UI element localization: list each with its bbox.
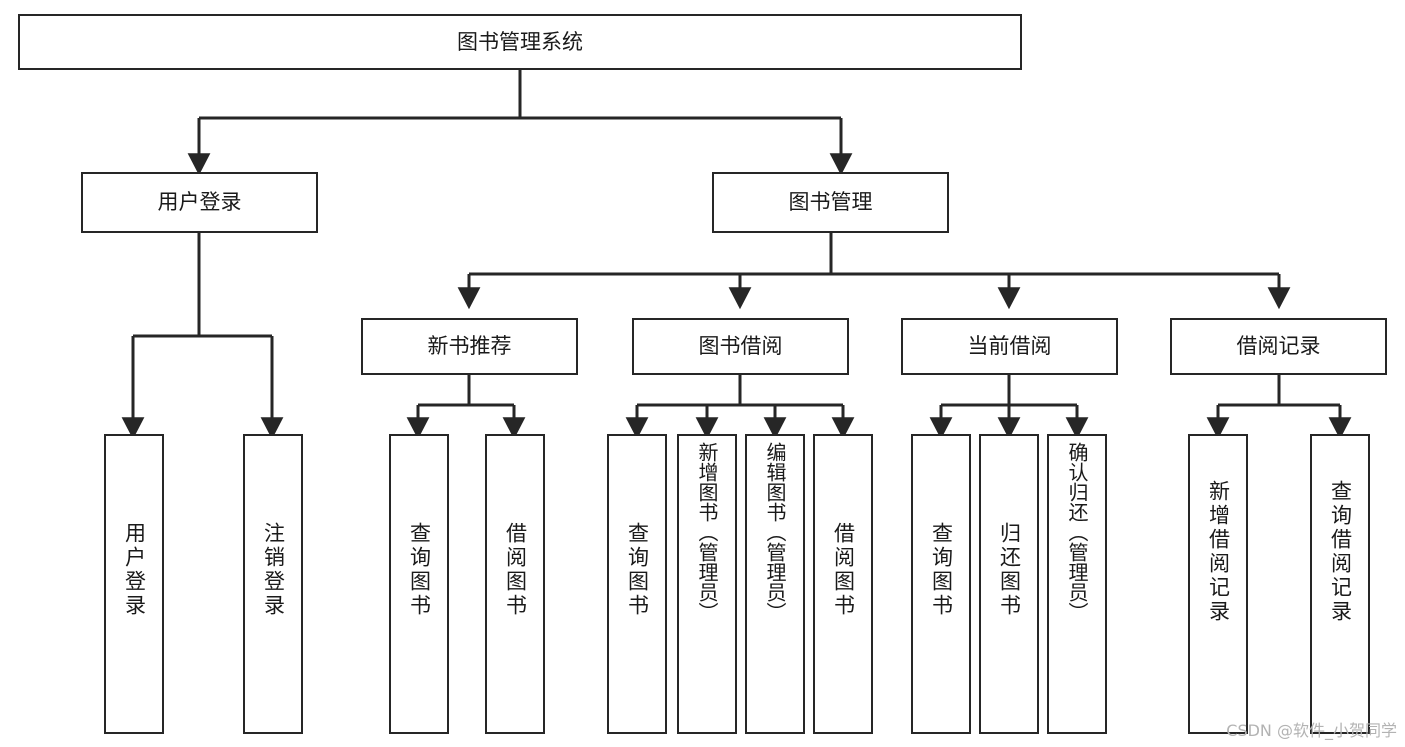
leaf-query-book-current[interactable]: 查询图书 xyxy=(911,434,971,734)
leaf-edit-book-admin[interactable]: 编辑图书（管理员） xyxy=(745,434,805,734)
leaf-query-book-borrow[interactable]: 查询图书 xyxy=(607,434,667,734)
node-root-system[interactable]: 图书管理系统 xyxy=(18,14,1022,70)
node-label: 确认归还（管理员） xyxy=(1065,442,1089,622)
node-label: 新增图书（管理员） xyxy=(695,442,719,622)
node-label: 图书管理 xyxy=(788,190,873,215)
edges-book-mgmt-level3 xyxy=(457,233,1291,310)
node-label: 查询图书 xyxy=(625,522,650,618)
node-label: 注销登录 xyxy=(261,522,286,618)
node-label: 查询图书 xyxy=(407,522,432,618)
node-label: 新增借阅记录 xyxy=(1206,480,1231,624)
node-book-borrow[interactable]: 图书借阅 xyxy=(632,318,849,375)
leaf-add-book-admin[interactable]: 新增图书（管理员） xyxy=(677,434,737,734)
node-label: 用户登录 xyxy=(157,190,242,215)
node-label: 借阅记录 xyxy=(1236,334,1321,359)
leaf-return-book[interactable]: 归还图书 xyxy=(979,434,1039,734)
leaf-query-borrow-record[interactable]: 查询借阅记录 xyxy=(1310,434,1370,734)
node-user-login[interactable]: 用户登录 xyxy=(81,172,318,233)
node-label: 借阅图书 xyxy=(503,522,528,618)
node-label: 查询图书 xyxy=(929,522,954,618)
node-label: 用户登录 xyxy=(122,522,147,618)
node-label: 借阅图书 xyxy=(831,522,856,618)
node-label: 归还图书 xyxy=(997,522,1022,618)
watermark-text: CSDN @软件_小贺同学 xyxy=(1226,721,1397,740)
edges-borrow-leaves xyxy=(625,375,855,440)
leaf-user-logout[interactable]: 注销登录 xyxy=(243,434,303,734)
node-label: 查询借阅记录 xyxy=(1328,480,1353,624)
edges-records-leaves xyxy=(1206,375,1352,440)
leaf-borrow-book[interactable]: 借阅图书 xyxy=(813,434,873,734)
node-borrow-records[interactable]: 借阅记录 xyxy=(1170,318,1387,375)
edges-user-login-leaves xyxy=(121,233,284,440)
leaf-user-login[interactable]: 用户登录 xyxy=(104,434,164,734)
node-book-management[interactable]: 图书管理 xyxy=(712,172,949,233)
node-label: 新书推荐 xyxy=(427,334,512,359)
node-label: 当前借阅 xyxy=(967,334,1052,359)
node-new-book-recommend[interactable]: 新书推荐 xyxy=(361,318,578,375)
leaf-add-borrow-record[interactable]: 新增借阅记录 xyxy=(1188,434,1248,734)
node-label: 编辑图书（管理员） xyxy=(763,442,787,622)
edges-current-leaves xyxy=(929,375,1089,440)
edges-root-level2 xyxy=(187,70,853,176)
edges-new-books-leaves xyxy=(406,375,526,440)
node-label: 图书管理系统 xyxy=(457,29,583,54)
leaf-confirm-return-admin[interactable]: 确认归还（管理员） xyxy=(1047,434,1107,734)
leaf-query-book-new[interactable]: 查询图书 xyxy=(389,434,449,734)
node-label: 图书借阅 xyxy=(698,334,783,359)
node-current-borrow[interactable]: 当前借阅 xyxy=(901,318,1118,375)
leaf-borrow-book-new[interactable]: 借阅图书 xyxy=(485,434,545,734)
